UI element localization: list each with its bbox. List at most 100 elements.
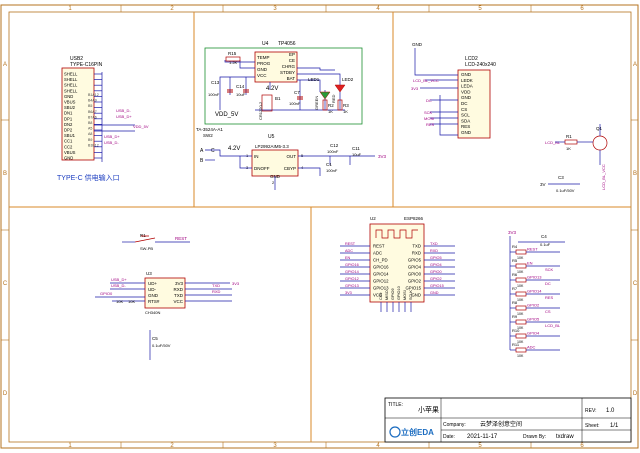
title-value: 小苹果	[418, 405, 439, 414]
pullup-net: GPIO2	[527, 303, 540, 308]
esp-net-label: REST	[345, 242, 356, 246]
net-label: RXD	[212, 289, 221, 294]
lceda-logo-text: 立创EDA	[401, 427, 434, 437]
date-value: 2021-11-17	[467, 434, 498, 440]
pin-label: CE	[289, 58, 295, 63]
usb-connector-body	[61, 67, 95, 161]
c13-value: 100nF	[208, 92, 220, 97]
drawn-label: Drawn By:	[523, 434, 546, 440]
pin-label: 3V3	[175, 281, 184, 286]
company-label: Company:	[443, 422, 466, 428]
col-label: 2	[170, 443, 174, 449]
esp-pin-label: MISO	[385, 290, 389, 300]
row-label: C	[3, 281, 8, 287]
ldo-vin: 4.2V	[228, 146, 240, 152]
pin-label: UD+	[148, 281, 157, 286]
lcd-pin-label: GND	[461, 72, 472, 77]
tp4056-chip	[254, 51, 298, 83]
lcd-pin-label: VDD	[461, 89, 471, 94]
pullup-net: GPIO13	[527, 275, 542, 280]
pullup-ref: R10	[512, 328, 520, 333]
esp-pin-label: GPIO0	[408, 272, 422, 277]
pullup-net: GPIO5	[527, 317, 540, 322]
pullup-value: 10K	[517, 284, 524, 288]
led2-red-icon	[334, 84, 346, 93]
pullup-value: 10K	[517, 256, 524, 260]
col-label: 6	[580, 443, 584, 449]
esp8266-module	[369, 223, 425, 303]
sw-pin-b: B	[200, 158, 204, 164]
pin-label: CBYP	[284, 166, 296, 171]
esp-pin-label: VCC	[373, 293, 382, 298]
usb-pin-label: DP2	[64, 128, 73, 133]
sheet-label: Sheet:	[585, 423, 599, 429]
pullup-ref: R6	[512, 272, 518, 277]
pullup-net: ADC	[527, 345, 536, 350]
pin-label: VCC	[173, 299, 183, 304]
pin-label: CHRG	[282, 64, 296, 69]
pullup-value: 10K	[517, 270, 524, 274]
lcd-pin-label: GND	[461, 95, 472, 100]
net-label: RES	[426, 122, 435, 127]
lcd-block: LCD2 LCD-240x240 GNDLEDKLEDAVDDGNDDCCSSC…	[411, 42, 496, 139]
c1-value: 100nF	[326, 168, 338, 173]
ch340-block: U3 UD+ UD- GND RTS# 3V3 RXD TXD VCC CH34…	[95, 271, 240, 360]
net-label: GPIO0	[100, 291, 113, 296]
pullup-resistor	[515, 347, 527, 353]
pin-label: IN	[254, 154, 259, 159]
esp-net-label: GPIO15	[430, 284, 444, 288]
esp-pin-label: GPIO9	[391, 288, 395, 300]
usb-pin-num: B7A6	[88, 115, 97, 119]
net-label: VDD_5V	[133, 124, 149, 129]
esp-net-label: ADC	[345, 249, 353, 253]
u5-ref: U5	[268, 134, 275, 140]
lceda-logo-icon	[389, 426, 401, 438]
esp-net-label: GPIO0	[430, 270, 442, 274]
pin-num: 5	[301, 153, 304, 158]
q1-ref: Q1	[596, 126, 603, 131]
sw-pin-c: C	[211, 148, 215, 154]
c4-value: 0.1uF	[540, 242, 551, 247]
pullup-ref: R7	[512, 286, 518, 291]
pullup-resistor	[515, 305, 527, 311]
c1-ref: C1	[326, 162, 332, 167]
esp-pin-label: GPIO12	[373, 279, 389, 284]
pullup-block: 3V3 C4 0.1uF R410KRESTR510KENR610KGPIO13…	[508, 230, 565, 358]
esp-net-label: GND	[430, 291, 439, 295]
reset-net: REST	[175, 236, 187, 241]
esp-pin-label: GPIO10	[397, 286, 401, 300]
pin-label: DNOFF	[254, 166, 270, 171]
pullup-vcc: 3V3	[508, 230, 517, 235]
antenna-icon	[375, 229, 418, 239]
usb-ref: USB2	[70, 56, 83, 62]
pin-label: UD-	[148, 287, 156, 292]
lcd-pin-label: GND	[461, 130, 472, 135]
esp-net-label: RXD	[430, 249, 438, 253]
r3-ref: R3	[343, 103, 349, 108]
led1-green-icon	[319, 91, 331, 100]
pullup-value: 10K	[517, 326, 524, 330]
b1-ref: B1	[275, 96, 281, 101]
usb-pin-label: SBU1	[64, 133, 76, 138]
r2-value: 1K	[328, 109, 333, 114]
esp-net-label: GPIO5	[430, 256, 442, 260]
c5-ref: C5	[152, 336, 158, 341]
c7-ref: C7	[294, 90, 300, 95]
ldo-out-net: 3V3	[378, 154, 387, 159]
usb-pin-label: SBU2	[64, 105, 76, 110]
pin-num: 2	[272, 180, 275, 185]
pin-num: 3	[246, 165, 249, 170]
usb-pin-num: B1B12	[88, 143, 99, 147]
usb-pin-num: B9	[88, 138, 92, 142]
c4-ref: C4	[541, 234, 547, 239]
u3-ref: U3	[146, 271, 152, 276]
pin-label: TXD	[174, 293, 184, 298]
esp-pin-label: GPIO13	[373, 286, 389, 291]
pullup-right-net: CS	[545, 309, 551, 314]
backlight-net: LCD_BL	[545, 140, 561, 145]
usb-caption: TYPE-C 供电输入口	[57, 173, 120, 182]
usb-pin-label: SHELL	[64, 88, 78, 93]
net-label: USB_D+	[104, 134, 120, 139]
col-label: 1	[68, 443, 72, 449]
usb-pin-label: VBUS	[64, 100, 76, 105]
